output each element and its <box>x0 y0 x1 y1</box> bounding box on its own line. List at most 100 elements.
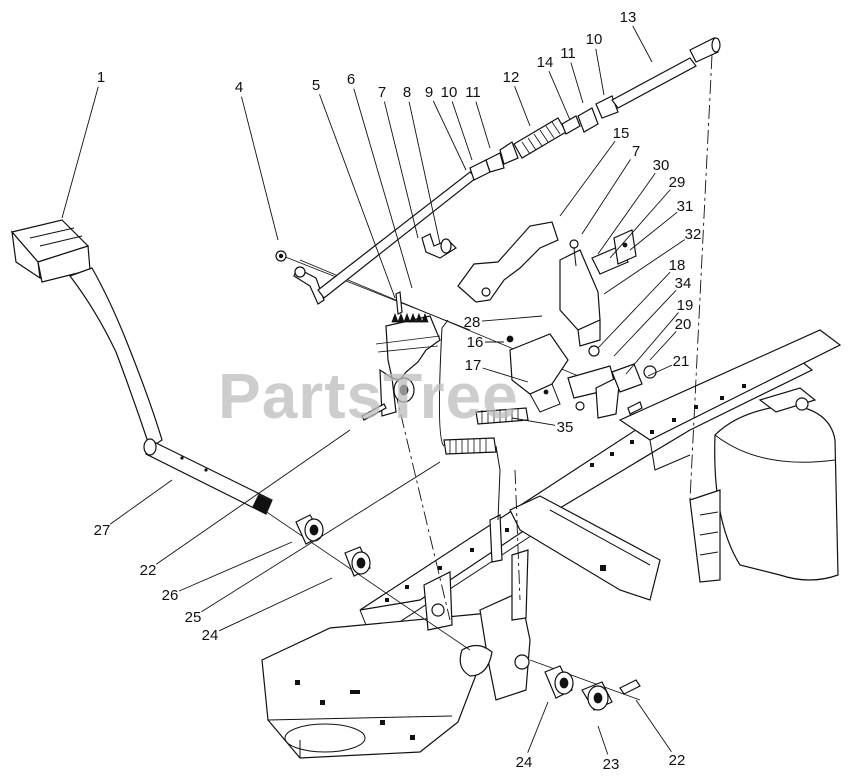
callout-22: 22 <box>635 699 685 769</box>
callout-leader <box>570 62 584 104</box>
callout-leader <box>581 159 631 235</box>
callout-leader <box>514 86 531 127</box>
callout-leader <box>383 101 419 239</box>
callout-leader <box>451 101 473 161</box>
callout-10: 10 <box>441 84 473 161</box>
callout-30: 30 <box>597 157 670 255</box>
callout-leader <box>649 331 677 361</box>
callout-label: 28 <box>464 314 481 331</box>
callout-label: 30 <box>653 157 670 174</box>
callout-14: 14 <box>537 54 571 121</box>
callout-20: 20 <box>649 316 692 361</box>
callout-13: 13 <box>620 9 653 63</box>
callout-leader <box>625 312 679 375</box>
callout-21: 21 <box>647 353 690 377</box>
cable-bracket <box>421 221 559 303</box>
callout-label: 11 <box>465 84 481 101</box>
mount-plate <box>506 333 657 419</box>
callout-label: 27 <box>94 522 111 539</box>
callout-5: 5 <box>312 77 396 299</box>
callout-29: 29 <box>609 174 686 259</box>
callout-leader <box>632 25 653 63</box>
callout-leader <box>482 367 529 383</box>
callout-leader <box>613 289 677 357</box>
callout-label: 35 <box>557 419 574 436</box>
parking-brake-rod <box>275 171 477 305</box>
callout-label: 23 <box>603 756 620 773</box>
assembly-lines <box>189 54 713 701</box>
return-springs <box>438 319 529 521</box>
callout-leader <box>179 541 293 592</box>
callout-leader <box>635 699 672 752</box>
callout-label: 25 <box>185 609 202 626</box>
callout-label: 18 <box>669 257 686 274</box>
callout-4: 4 <box>235 79 279 241</box>
chassis-frame <box>261 329 842 759</box>
callout-label: 20 <box>675 316 692 333</box>
callout-9: 9 <box>425 84 467 171</box>
callout-17: 17 <box>465 357 529 383</box>
callout-25: 25 <box>185 461 441 626</box>
callout-label: 7 <box>632 143 640 160</box>
callout-leader <box>597 172 656 255</box>
callout-24: 24 <box>202 577 333 644</box>
callout-leader <box>597 271 671 349</box>
callout-label: 1 <box>97 69 105 86</box>
callout-leader <box>408 101 441 245</box>
callout-35: 35 <box>511 417 574 436</box>
callout-6: 6 <box>347 71 413 289</box>
callout-31: 31 <box>629 198 693 251</box>
ratchet-sector <box>361 291 441 421</box>
callout-label: 24 <box>202 627 219 644</box>
callout-leader <box>603 239 685 295</box>
callout-label: 8 <box>403 84 411 101</box>
callout-label: 24 <box>516 754 533 771</box>
callout-10: 10 <box>586 31 605 96</box>
callout-leader <box>201 461 441 613</box>
callout-leader <box>527 701 549 753</box>
callout-leader <box>609 189 671 259</box>
callout-leader <box>241 96 279 241</box>
callout-11: 11 <box>560 45 584 104</box>
brake-pedal <box>10 219 273 515</box>
callout-11: 11 <box>465 84 491 149</box>
callout-26: 26 <box>162 541 293 604</box>
callout-label: 10 <box>586 31 603 48</box>
callout-27: 27 <box>94 479 173 539</box>
callout-label: 32 <box>685 226 702 243</box>
callout-label: 6 <box>347 71 355 88</box>
callout-leader <box>511 417 556 426</box>
callout-label: 19 <box>677 297 694 314</box>
callout-16: 16 <box>467 334 504 351</box>
callout-18: 18 <box>597 257 686 349</box>
callout-label: 16 <box>467 334 484 351</box>
callout-leader <box>481 315 543 322</box>
callout-label: 34 <box>675 275 692 292</box>
callout-leader <box>595 48 605 96</box>
callout-leader <box>319 94 396 299</box>
lower-bushing-set <box>544 665 641 711</box>
callout-leader <box>61 86 99 219</box>
callout-19: 19 <box>625 297 694 375</box>
callout-label: 29 <box>669 174 686 191</box>
callout-34: 34 <box>613 275 692 357</box>
callout-leader <box>155 429 351 565</box>
shaft-bushings <box>295 514 371 577</box>
callout-label: 5 <box>312 77 320 94</box>
callout-leader <box>647 364 673 377</box>
callout-leader <box>475 101 491 149</box>
callout-leader <box>559 140 616 217</box>
callout-8: 8 <box>403 84 441 245</box>
callout-leader <box>109 479 173 525</box>
callout-12: 12 <box>503 69 531 127</box>
watermark: PartsTree <box>218 360 519 432</box>
callout-label: 14 <box>537 54 554 71</box>
callout-label: 22 <box>140 562 157 579</box>
callout-leader <box>629 211 678 251</box>
callout-label: 21 <box>673 353 690 370</box>
callout-label: 26 <box>162 587 179 604</box>
callout-22: 22 <box>140 429 351 579</box>
callout-7: 7 <box>378 84 419 239</box>
